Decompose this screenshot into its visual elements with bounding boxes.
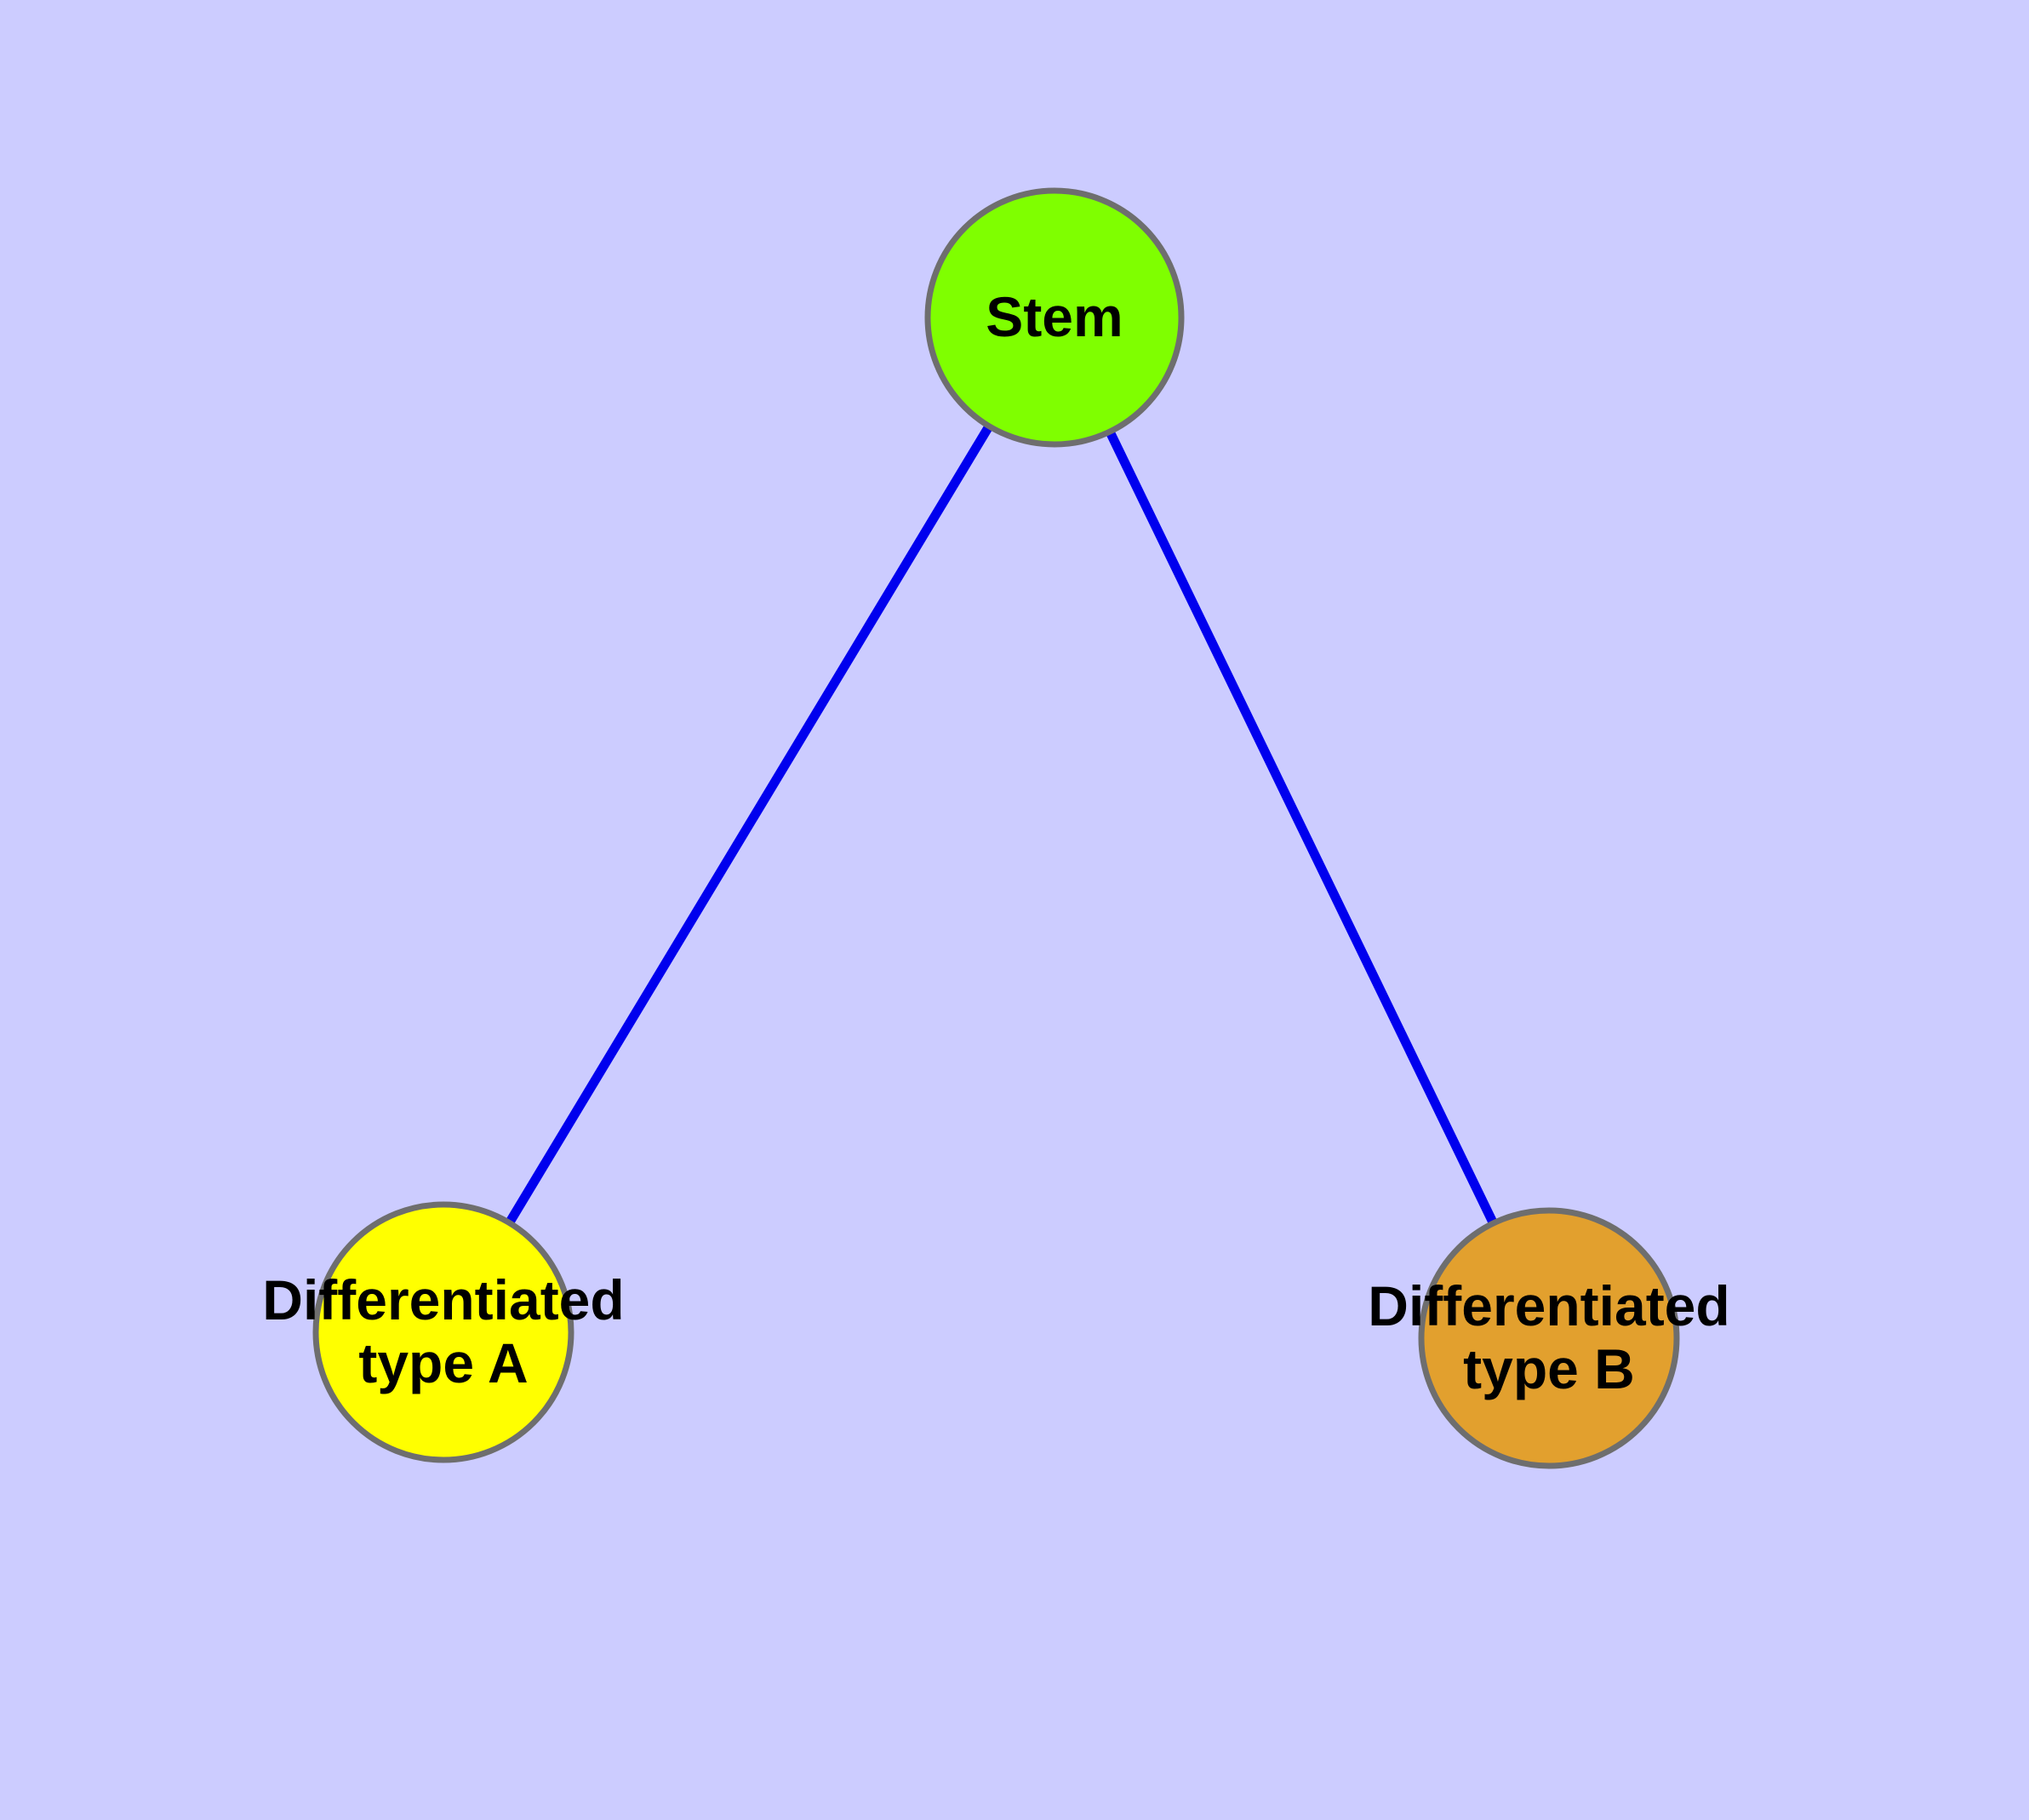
graph-edge[interactable]	[1050, 315, 1553, 1341]
nodes-layer	[312, 187, 1680, 1469]
graph-node-diff_a[interactable]	[312, 1201, 574, 1463]
graph-edge[interactable]	[439, 315, 1059, 1335]
graph-node-stem[interactable]	[924, 187, 1185, 448]
graph-node-diff_b[interactable]	[1418, 1207, 1680, 1469]
edges-layer	[439, 315, 1553, 1341]
